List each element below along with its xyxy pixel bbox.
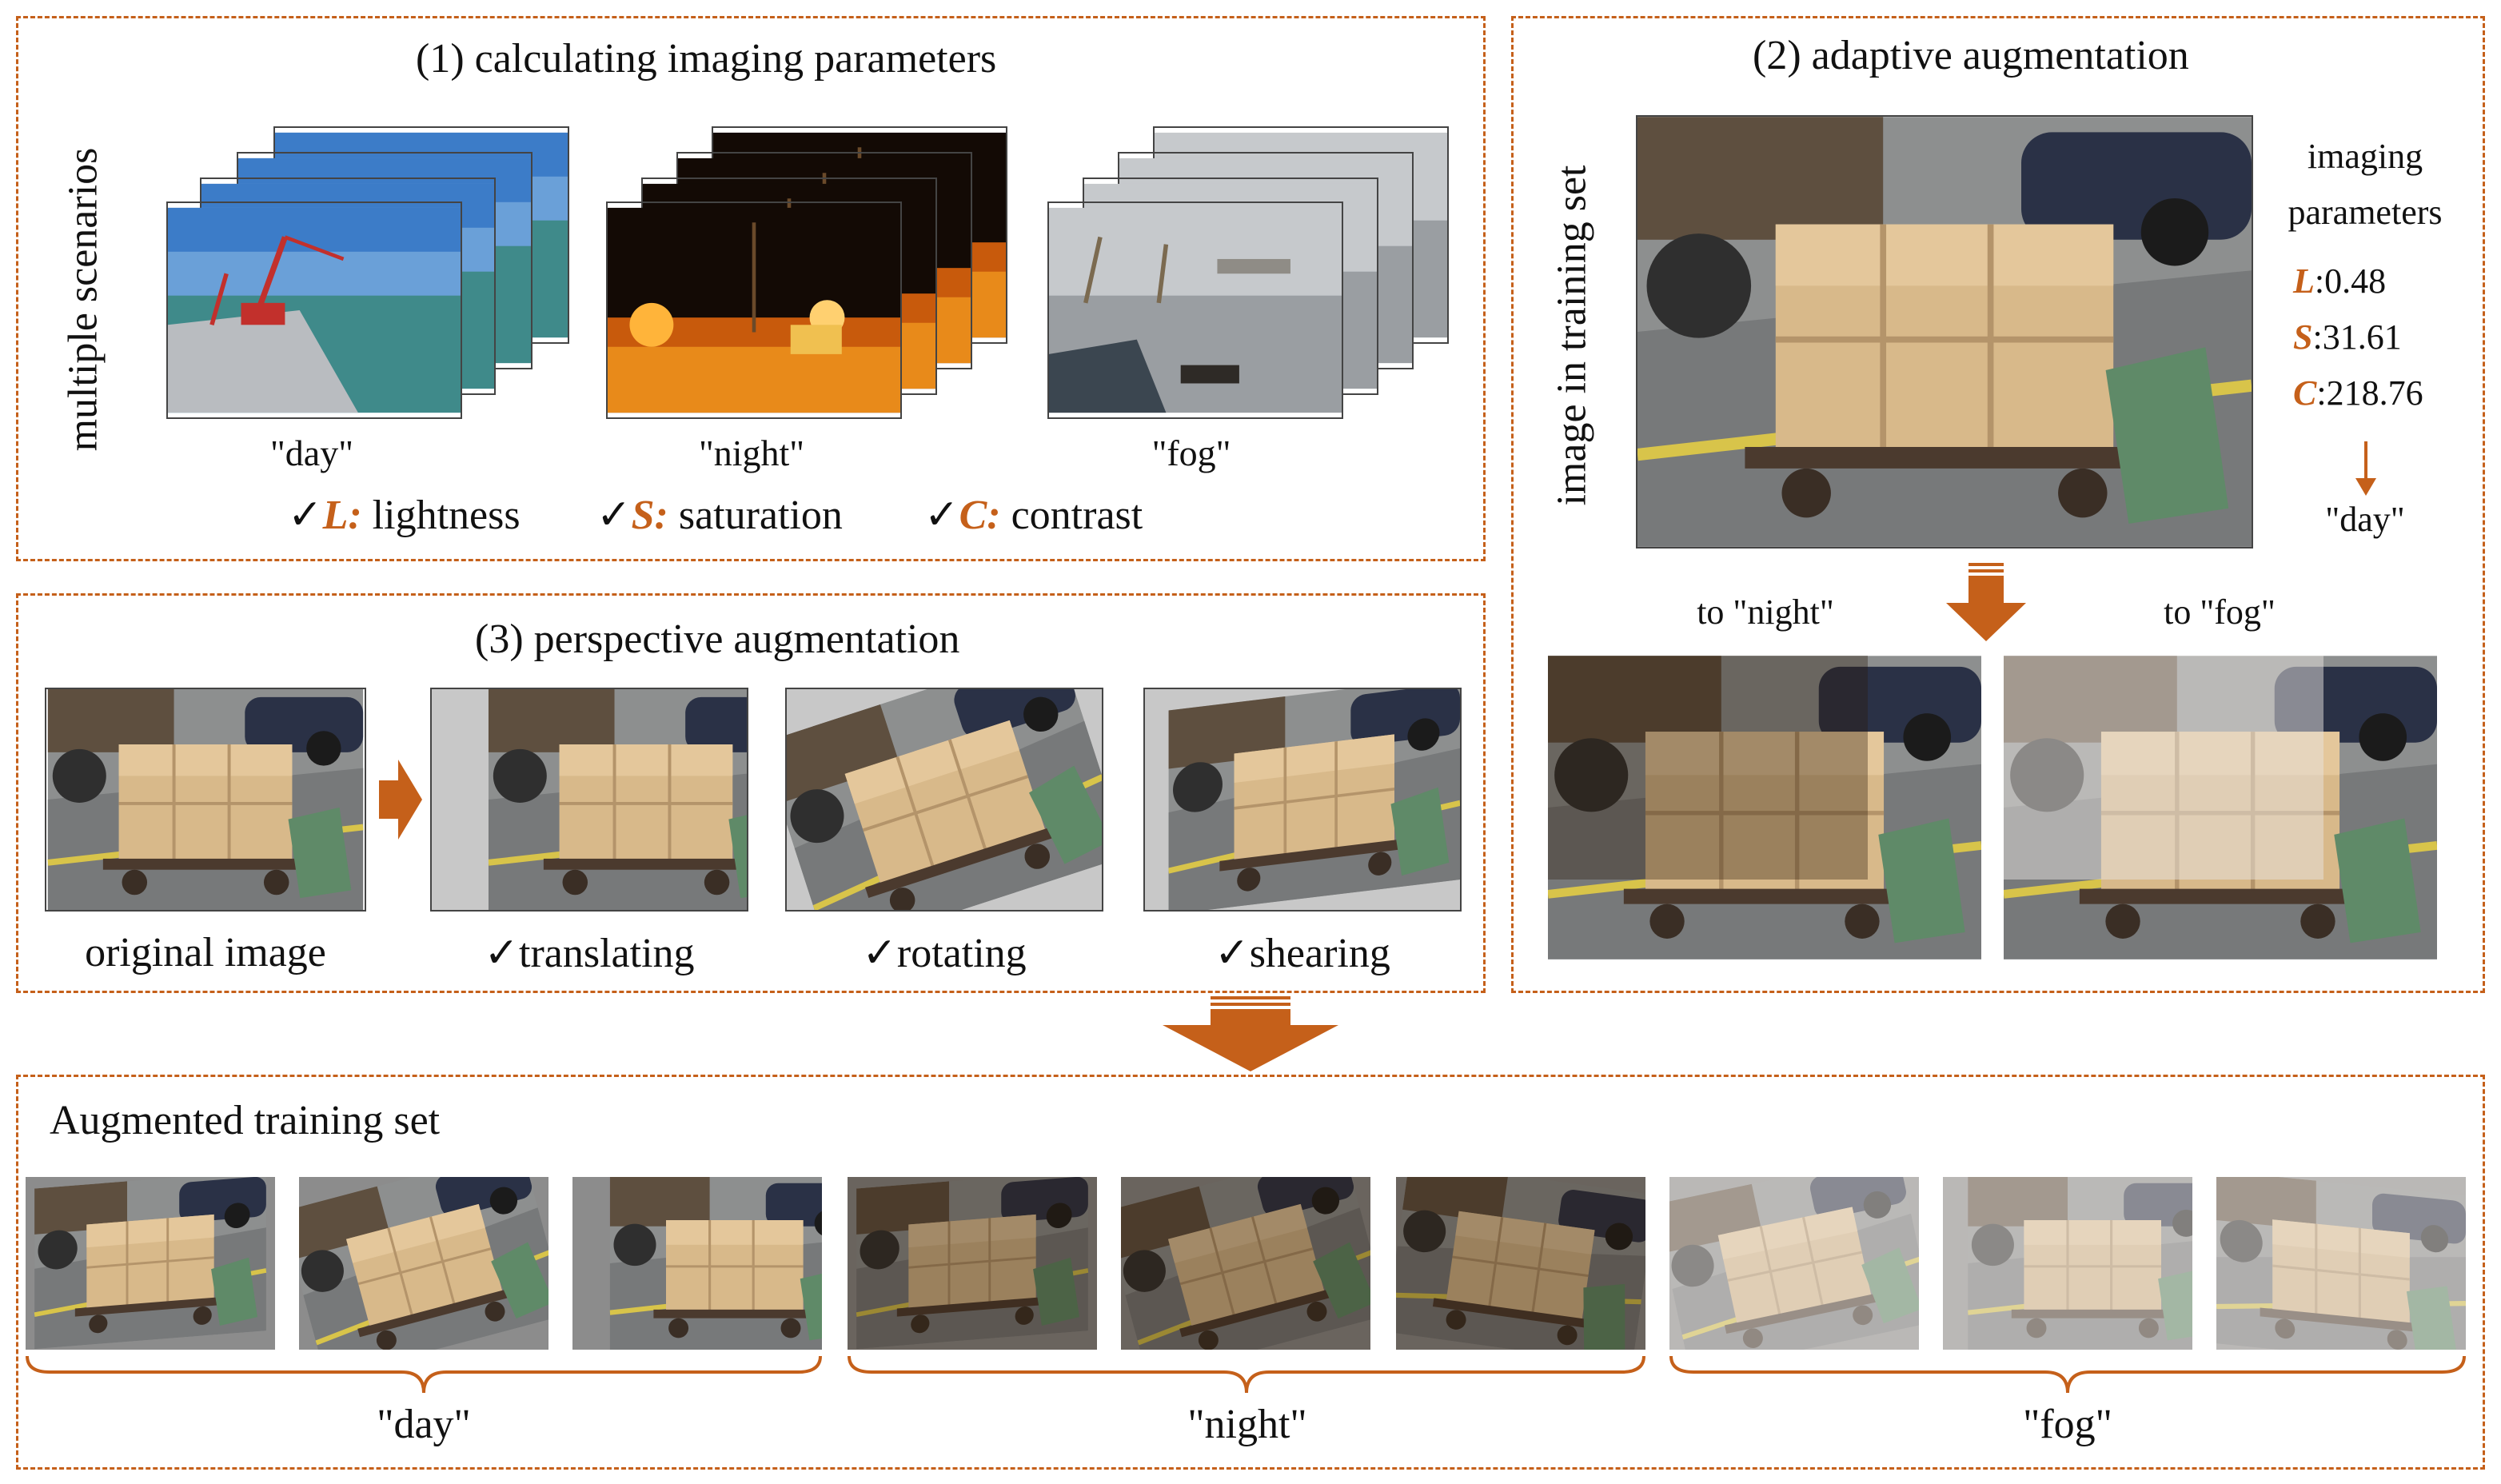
training-image bbox=[1636, 115, 2253, 549]
night-scene-image bbox=[606, 201, 902, 419]
fog-augmented-image bbox=[2004, 656, 2437, 959]
thumb-night-1 bbox=[848, 1177, 1097, 1350]
param-sep: : bbox=[987, 493, 1001, 538]
param-sep: : bbox=[654, 493, 668, 538]
group-label-fog: "fog" bbox=[2023, 1402, 2112, 1447]
sheared-image bbox=[1143, 688, 1462, 912]
param-letter-s: S bbox=[631, 493, 655, 538]
fog-scene-label: "fog" bbox=[1151, 433, 1231, 473]
param-name: contrast bbox=[1000, 493, 1143, 538]
brace-fog bbox=[1669, 1354, 2466, 1394]
panel3-title: (3) perspective augmentation bbox=[475, 616, 960, 662]
group-label-night: "night" bbox=[1187, 1402, 1307, 1447]
param-letter-l: L bbox=[322, 493, 349, 538]
thumb-day-1 bbox=[26, 1177, 275, 1350]
panel-imaging-parameters bbox=[16, 16, 1486, 561]
right-arrow-icon bbox=[379, 760, 422, 840]
down-arrow-icon bbox=[2354, 441, 2378, 497]
param-header-1: imaging bbox=[2307, 137, 2423, 176]
brace-day bbox=[26, 1354, 822, 1394]
thumb-fog-2 bbox=[1943, 1177, 2192, 1350]
brace-night bbox=[848, 1354, 1645, 1394]
translated-image bbox=[430, 688, 748, 912]
thumb-fog-3 bbox=[2216, 1177, 2466, 1350]
thumb-day-3 bbox=[572, 1177, 822, 1350]
param-name: lightness bbox=[361, 493, 521, 538]
big-down-arrow-icon bbox=[1946, 563, 2026, 643]
panel2-title: (2) adaptive augmentation bbox=[1753, 33, 2189, 78]
check-icon: ✓ bbox=[596, 493, 632, 538]
panel2-side-label: image in training set bbox=[1549, 165, 1595, 506]
param-contrast: ✓C: contrast bbox=[924, 491, 1143, 539]
thumb-night-2 bbox=[1121, 1177, 1370, 1350]
value-l: L:0.48 bbox=[2293, 261, 2387, 301]
thumb-night-3 bbox=[1396, 1177, 1645, 1350]
original-image bbox=[45, 688, 366, 912]
panel1-title: (1) calculating imaging parameters bbox=[416, 36, 997, 82]
caption-shearing: ✓shearing bbox=[1215, 931, 1390, 976]
check-icon: ✓ bbox=[288, 493, 323, 538]
panel-augmented-training-set bbox=[16, 1075, 2485, 1470]
panel4-title: Augmented training set bbox=[50, 1098, 441, 1143]
value-s: S:31.61 bbox=[2293, 317, 2402, 357]
caption-translating: ✓translating bbox=[484, 931, 695, 976]
panel1-side-label: multiple scenarios bbox=[60, 147, 106, 452]
night-scene-label: "night" bbox=[698, 433, 805, 473]
panel-perspective-augmentation bbox=[16, 593, 1486, 993]
night-augmented-image bbox=[1548, 656, 1981, 959]
param-name: saturation bbox=[668, 493, 843, 538]
param-lightness: ✓L: lightness bbox=[288, 491, 521, 539]
param-sep: : bbox=[348, 493, 362, 538]
rotated-image bbox=[785, 688, 1103, 912]
result-day: "day" bbox=[2325, 500, 2405, 539]
thumb-day-2 bbox=[299, 1177, 548, 1350]
param-saturation: ✓S: saturation bbox=[596, 491, 843, 539]
thumb-fog-1 bbox=[1669, 1177, 1919, 1350]
day-scene-label: "day" bbox=[270, 433, 353, 473]
caption-original: original image bbox=[85, 930, 326, 975]
check-icon: ✓ bbox=[924, 493, 959, 538]
group-label-day: "day" bbox=[377, 1402, 471, 1447]
param-header-2: parameters bbox=[2288, 193, 2443, 232]
panel-adaptive-augmentation bbox=[1511, 16, 2485, 993]
flow-down-arrow-icon bbox=[1163, 996, 1338, 1073]
to-night-label: to "night" bbox=[1697, 592, 1834, 632]
to-fog-label: to "fog" bbox=[2164, 592, 2276, 632]
fog-scene-image bbox=[1047, 201, 1343, 419]
param-letter-c: C bbox=[959, 493, 987, 538]
day-scene-image bbox=[166, 201, 462, 419]
caption-rotating: ✓rotating bbox=[862, 931, 1027, 976]
value-c: C:218.76 bbox=[2293, 373, 2423, 413]
